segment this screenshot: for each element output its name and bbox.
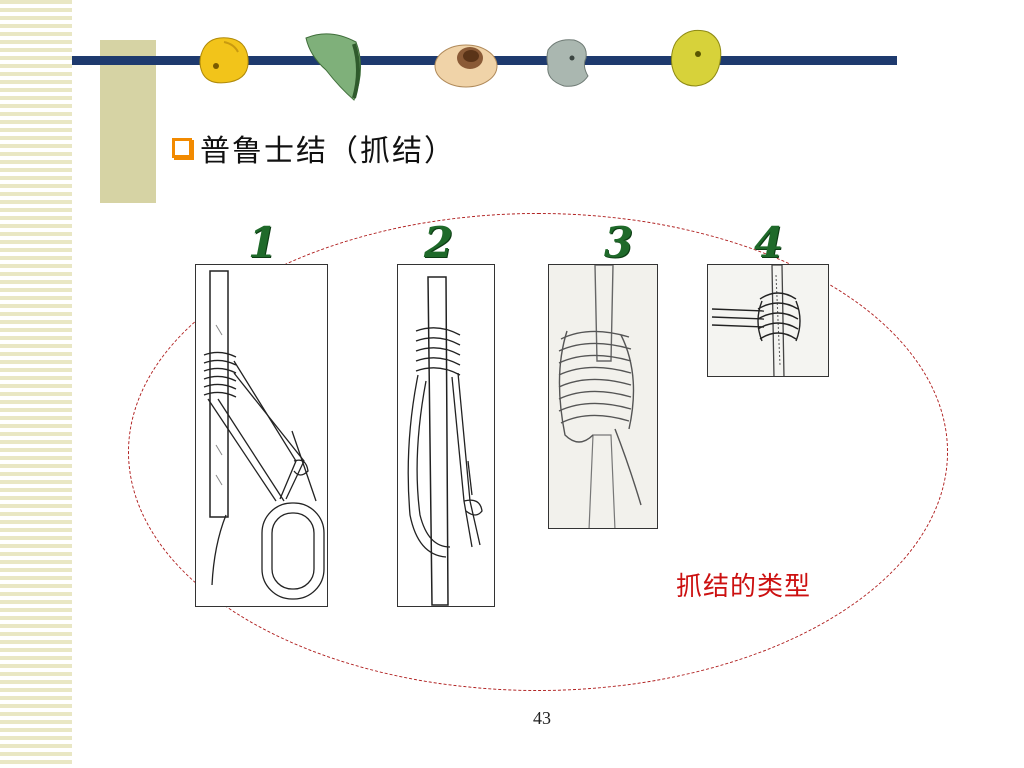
page-number: 43 [533,708,551,728]
checkbox-bullet-icon [172,138,192,158]
figure-caption: 抓结的类型 [676,572,812,602]
gray-hold-icon [546,39,589,87]
beige-hold-icon [434,44,498,88]
yellow-hold-icon [199,37,249,84]
step-number-4: 4 [754,218,784,267]
striped-sidebar [0,0,72,768]
green-hold-icon [305,33,361,101]
knot-illustration-1 [195,264,328,607]
title-row: 普鲁士结（抓结） [172,128,456,169]
dashed-ellipse [128,213,948,691]
yellow-green-hold-icon [671,29,722,87]
knot-illustration-3 [548,264,658,529]
step-number-3: 3 [604,218,634,267]
step-number-1: 1 [248,218,278,267]
knot-illustration-4 [707,264,829,377]
accent-block [100,40,156,203]
knot-illustration-2 [397,264,495,607]
page-title: 普鲁士结（抓结） [200,134,456,169]
step-number-2: 2 [424,218,454,267]
